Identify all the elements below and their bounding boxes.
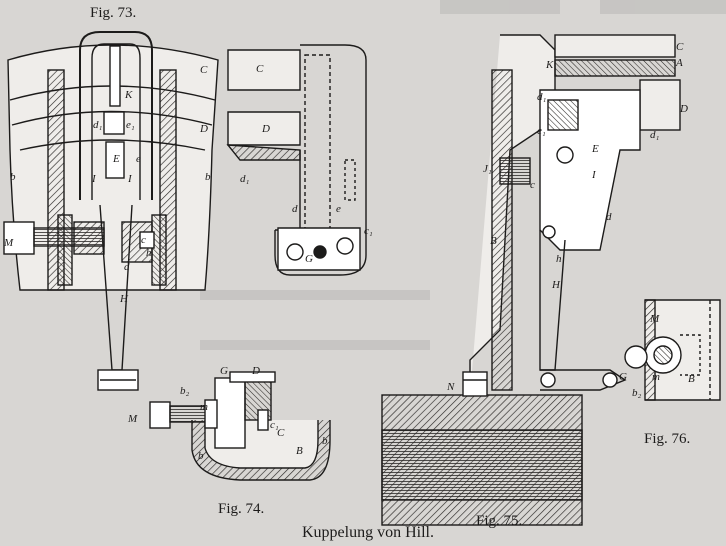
label: b [198,450,204,462]
label: m [200,401,208,413]
label: c [141,234,146,246]
label: c [530,179,535,191]
label: J₁ [483,163,492,175]
label: D [251,365,260,377]
fig73-caption: Fig. 73. [90,5,136,21]
label: I [91,173,97,185]
label: d [124,261,130,273]
label: G [619,371,627,383]
fig75-drawing [381,34,681,526]
label: H [551,279,561,291]
label: e₁ [537,125,546,137]
label: b₂ [632,387,642,399]
label: B [296,445,303,457]
label: M [127,413,138,425]
label: D [679,103,688,115]
fig76-drawing [624,299,721,401]
label: G [220,365,228,377]
fig74-caption: Fig. 74. [218,501,264,517]
label: E [112,153,120,165]
label: K [124,89,133,101]
label: D [261,123,270,135]
label: d₁ [240,173,250,185]
label: h [556,253,562,265]
fig73-drawing [3,31,219,391]
label: e [336,203,341,215]
label: C [256,63,264,75]
label: d₁ [93,119,103,131]
label: B [490,235,497,247]
label: d [606,211,612,223]
fig74-drawing [149,371,331,481]
label: e [136,153,141,165]
label: A [675,57,683,69]
label: m [652,371,660,383]
label: I [127,173,133,185]
label: B [688,373,695,385]
label: H [119,293,129,305]
label: e₁ [126,119,135,131]
label: d₁ [650,129,660,141]
fig76-caption: Fig. 76. [644,431,690,447]
label: K [545,59,554,71]
label: C [200,64,208,76]
label: c₁ [270,419,279,431]
label: b [10,171,16,183]
background-text-bleed [200,0,726,350]
label: D [199,123,208,135]
label: C [277,427,285,439]
fig-labels: C D K d₁ e₁ E e I I b b M c h d H C D d₁… [3,41,695,462]
plate-main-caption: Kuppelung von Hill. [302,524,434,541]
label: c₁ [364,225,373,237]
label: h [146,247,152,259]
label: G [305,253,313,265]
fig75-caption: Fig. 75. [476,513,522,529]
label: b₂ [180,385,190,397]
label: E [591,143,599,155]
label: I [591,169,597,181]
label: C [676,41,684,53]
captions: Fig. 73. Fig. 74. Fig. 75. Fig. 76. Kupp… [90,5,690,541]
fig73-side-drawing [226,44,367,276]
label: d [292,203,298,215]
label: M [3,237,14,249]
label: M [649,313,660,325]
label: b [205,171,211,183]
label: b [322,435,328,447]
label: d₁ [537,91,547,103]
label: N [446,381,455,393]
